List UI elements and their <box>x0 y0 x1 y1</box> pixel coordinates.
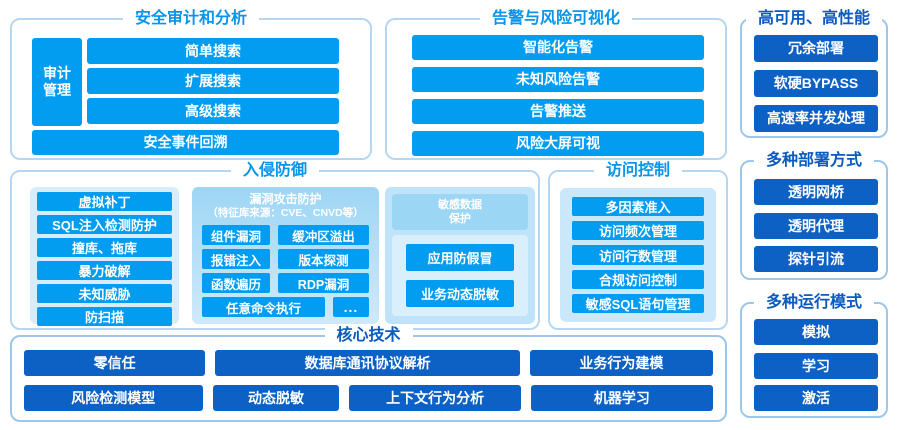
panel-title-access-control: 访问控制 <box>593 160 683 182</box>
panel-deployment-methods: 多种部署方式 透明网桥 透明代理 探针引流 <box>740 150 888 280</box>
alert-push-box: 告警推送 <box>412 99 704 124</box>
security-event-traceback-box: 安全事件回溯 <box>32 130 339 155</box>
vuln-row: 报错注入 版本探测 <box>202 249 369 270</box>
dynamic-desensitization-box: 动态脱敏 <box>212 385 340 411</box>
compliant-access-box: 合规访问控制 <box>572 269 704 289</box>
panel-title-deployment: 多种部署方式 <box>753 150 875 172</box>
sensitive-title-line1: 敏感数据 <box>438 198 482 211</box>
vuln-protection-subtitle: （特征库来源：CVE、CNVD等） <box>207 207 364 219</box>
error-injection-box: 报错注入 <box>202 249 270 270</box>
panel-access-control: 访问控制 多因素准入 访问频次管理 访问行数管理 合规访问控制 敏感SQL语句管… <box>548 160 728 330</box>
sensitive-title-line2: 保护 <box>449 213 471 225</box>
business-behavior-modeling-box: 业务行为建模 <box>529 350 713 376</box>
transparent-bridge-box: 透明网桥 <box>754 179 878 205</box>
probe-diversion-box: 探针引流 <box>754 246 878 272</box>
version-detection-box: 版本探测 <box>278 249 369 270</box>
app-anti-counterfeit-box: 应用防假冒 <box>406 244 514 271</box>
machine-learning-box: 机器学习 <box>530 385 713 411</box>
panel-title-alert-risk: 告警与风险可视化 <box>479 8 633 30</box>
vuln-row: 函数遍历 RDP漏洞 <box>202 273 369 294</box>
vuln-row: 任意命令执行 ... <box>202 297 369 317</box>
bypass-box: 软硬BYPASS <box>754 70 878 97</box>
panel-run-modes: 多种运行模式 模拟 学习 激活 <box>740 292 888 418</box>
multi-factor-admission-box: 多因素准入 <box>572 197 704 217</box>
arbitrary-command-box: 任意命令执行 <box>202 297 325 317</box>
access-control-inner: 多因素准入 访问频次管理 访问行数管理 合规访问控制 敏感SQL语句管理 <box>560 188 716 322</box>
panel-intrusion-prevention: 入侵防御 虚拟补丁 SQL注入检测防护 撞库、拖库 暴力破解 未知威胁 防扫描 … <box>10 160 540 330</box>
rdp-vuln-box: RDP漏洞 <box>278 273 369 294</box>
vulnerability-attack-protection-subpanel: 漏洞攻击防护 （特征库来源：CVE、CNVD等） 组件漏洞 缓冲区溢出 报错注入… <box>192 187 379 324</box>
db-protocol-parsing-box: 数据库通讯协议解析 <box>215 350 520 376</box>
virtual-patch-box: 虚拟补丁 <box>37 192 172 211</box>
panel-title-core-technology: 核心技术 <box>324 325 413 347</box>
access-rowcount-box: 访问行数管理 <box>572 245 704 265</box>
buffer-overflow-box: 缓冲区溢出 <box>278 225 369 246</box>
advanced-search-box: 高级搜索 <box>87 98 339 124</box>
activation-mode-box: 激活 <box>754 385 878 411</box>
vuln-grid: 组件漏洞 缓冲区溢出 报错注入 版本探测 函数遍历 RDP漏洞 任意命令执行 .… <box>202 225 369 317</box>
sql-injection-protection-box: SQL注入检测防护 <box>37 215 172 234</box>
audit-management-label: 审计管理 <box>43 64 71 99</box>
vuln-row: 组件漏洞 缓冲区溢出 <box>202 225 369 246</box>
credential-stuffing-box: 撞库、拖库 <box>37 238 172 257</box>
vuln-protection-title: 漏洞攻击防护 <box>249 192 322 206</box>
brute-force-box: 暴力破解 <box>37 261 172 280</box>
core-tech-row-2: 风险检测模型 动态脱敏 上下文行为分析 机器学习 <box>24 385 713 411</box>
ellipsis-box: ... <box>333 297 369 317</box>
sensitive-sql-box: 敏感SQL语句管理 <box>572 293 704 314</box>
unknown-threat-box: 未知威胁 <box>37 284 172 303</box>
intrusion-left-subpanel: 虚拟补丁 SQL注入检测防护 撞库、拖库 暴力破解 未知威胁 防扫描 <box>30 187 179 326</box>
anti-scan-box: 防扫描 <box>37 307 172 326</box>
zero-trust-box: 零信任 <box>24 350 206 376</box>
panel-security-audit: 安全审计和分析 审计管理 简单搜索 扩展搜索 高级搜索 安全事件回溯 <box>10 8 372 160</box>
simulation-mode-box: 模拟 <box>754 319 878 345</box>
unknown-risk-alert-box: 未知风险告警 <box>412 67 704 92</box>
access-frequency-box: 访问频次管理 <box>572 221 704 241</box>
extended-search-box: 扩展搜索 <box>87 68 339 94</box>
sensitive-data-protection-header: 敏感数据 保护 <box>392 194 528 230</box>
component-vuln-box: 组件漏洞 <box>202 225 270 246</box>
redundant-deployment-box: 冗余部署 <box>754 35 878 62</box>
panel-title-run-modes: 多种运行模式 <box>753 292 875 314</box>
context-behavior-analysis-box: 上下文行为分析 <box>349 385 521 411</box>
audit-management-box: 审计管理 <box>32 38 82 126</box>
panel-title-security-audit: 安全审计和分析 <box>122 8 260 30</box>
panel-alert-risk-visualization: 告警与风险可视化 智能化告警 未知风险告警 告警推送 风险大屏可视 <box>385 8 727 160</box>
sensitive-data-protection-subpanel: 敏感数据 保护 应用防假冒 业务动态脱敏 <box>385 187 535 324</box>
panel-title-intrusion-prevention: 入侵防御 <box>230 160 320 182</box>
panel-high-availability: 高可用、高性能 冗余部署 软硬BYPASS 高速率并发处理 <box>740 8 888 138</box>
panel-title-high-availability: 高可用、高性能 <box>745 8 883 30</box>
panel-core-technology: 核心技术 零信任 数据库通讯协议解析 业务行为建模 风险检测模型 动态脱敏 上下… <box>10 325 727 422</box>
function-traversal-box: 函数遍历 <box>202 273 270 294</box>
risk-dashboard-box: 风险大屏可视 <box>412 131 704 156</box>
dynamic-masking-box: 业务动态脱敏 <box>406 280 514 307</box>
learning-mode-box: 学习 <box>754 353 878 379</box>
risk-detection-model-box: 风险检测模型 <box>24 385 203 411</box>
high-speed-concurrency-box: 高速率并发处理 <box>754 105 878 132</box>
core-tech-row-1: 零信任 数据库通讯协议解析 业务行为建模 <box>24 350 713 376</box>
sensitive-data-protection-body: 应用防假冒 业务动态脱敏 <box>392 235 528 316</box>
simple-search-box: 简单搜索 <box>87 38 339 64</box>
transparent-proxy-box: 透明代理 <box>754 213 878 239</box>
intelligent-alert-box: 智能化告警 <box>412 35 704 60</box>
